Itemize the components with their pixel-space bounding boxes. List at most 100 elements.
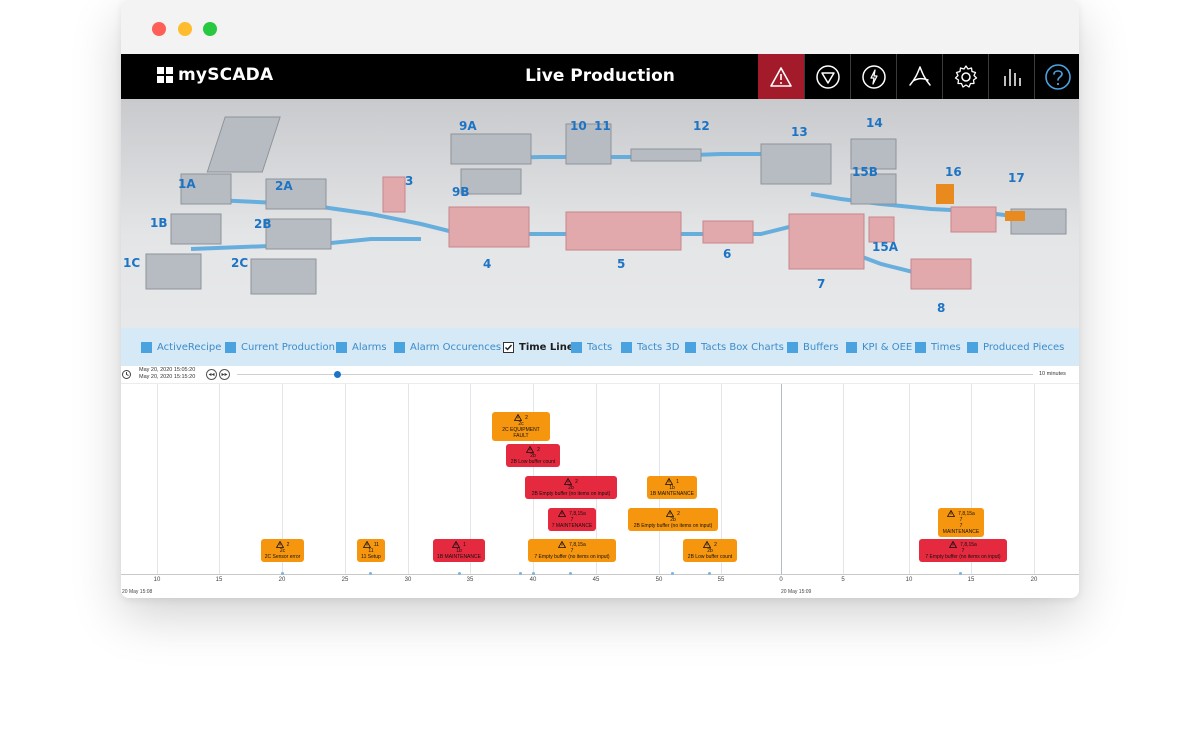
- tab-label: Time Line: [519, 341, 574, 353]
- grid-line: [157, 384, 158, 574]
- time-slider-track[interactable]: [237, 374, 1033, 375]
- grid-line: [971, 384, 972, 574]
- tab-time-line[interactable]: Time Line: [503, 328, 574, 366]
- tab-checkbox[interactable]: [915, 341, 926, 353]
- tab-produced-pieces[interactable]: Produced Pieces: [967, 328, 1064, 366]
- power-button[interactable]: [850, 54, 896, 99]
- close-window-button[interactable]: [152, 22, 166, 36]
- tick-label: 10: [905, 577, 913, 583]
- rewind-button[interactable]: ◂◂: [206, 369, 217, 380]
- alarm-bell-icon: [558, 541, 567, 548]
- power-icon: [861, 64, 886, 89]
- alarm-timeline[interactable]: 10 15 20 25 30 35 40 45 50 55 0 5 10 15 …: [121, 383, 1079, 598]
- tab-checkbox[interactable]: [787, 341, 798, 353]
- station-label: 9B: [452, 185, 470, 199]
- tab-checkbox[interactable]: [846, 341, 857, 353]
- stop-button[interactable]: [804, 54, 850, 99]
- tab-label: Tacts 3D: [637, 341, 680, 353]
- tab-label: Tacts Box Charts: [701, 341, 784, 353]
- tab-checkbox[interactable]: [141, 341, 152, 353]
- date-label: 20 May 15:08: [122, 589, 153, 595]
- tab-checkbox[interactable]: [394, 341, 405, 353]
- tab-label: ActiveRecipe: [157, 341, 222, 353]
- event-marker: [959, 572, 962, 575]
- tick-label: 55: [717, 577, 725, 583]
- tab-buffers[interactable]: Buffers: [787, 328, 839, 366]
- tick-label: 15: [967, 577, 975, 583]
- alarm-warning-icon: [770, 66, 792, 87]
- checkmark-icon[interactable]: [503, 341, 514, 353]
- tab-checkbox[interactable]: [685, 341, 696, 353]
- event-marker: [519, 572, 522, 575]
- alarm-bell-icon: [666, 510, 675, 517]
- tab-active-recipe[interactable]: ActiveRecipe: [141, 328, 221, 366]
- station-label: 1A: [178, 177, 196, 191]
- tab-checkbox[interactable]: [336, 341, 347, 353]
- grid-line: [909, 384, 910, 574]
- tab-checkbox[interactable]: [571, 341, 582, 353]
- tab-checkbox[interactable]: [967, 341, 978, 353]
- tab-kpi-oee[interactable]: KPI & OEE: [846, 328, 912, 366]
- history-icon[interactable]: [121, 369, 132, 380]
- view-tabs: ActiveRecipe Current Production Alarms A…: [121, 328, 1079, 366]
- alarm-bell-icon: [275, 541, 284, 548]
- tick-label: 15: [215, 577, 223, 583]
- tab-checkbox[interactable]: [225, 341, 236, 353]
- time-slider-handle[interactable]: [334, 371, 341, 378]
- tick-label: 45: [592, 577, 600, 583]
- pdf-button[interactable]: [896, 54, 942, 99]
- tab-tacts-box-charts[interactable]: Tacts Box Charts: [685, 328, 784, 366]
- tab-label: Buffers: [803, 341, 839, 353]
- tab-tacts[interactable]: Tacts: [571, 328, 612, 366]
- pdf-icon: [908, 65, 931, 86]
- stop-triangle-icon: [815, 64, 840, 89]
- fast-forward-button[interactable]: ▸▸: [219, 369, 230, 380]
- station-label: 5: [617, 257, 626, 271]
- station-label: 3: [405, 174, 414, 188]
- tab-tacts-3d[interactable]: Tacts 3D: [621, 328, 679, 366]
- statistics-button[interactable]: [988, 54, 1034, 99]
- tab-times[interactable]: Times: [915, 328, 961, 366]
- timeline-controls: May 20, 2020 15:05:20 May 20, 2020 15:15…: [121, 366, 1079, 383]
- tab-alarm-occurences[interactable]: Alarm Occurences: [394, 328, 501, 366]
- station-label: 9A: [459, 119, 477, 133]
- grid-line: [843, 384, 844, 574]
- station-label: 2C: [231, 256, 249, 270]
- grid-line: [219, 384, 220, 574]
- help-button[interactable]: [1034, 54, 1079, 99]
- settings-button[interactable]: [942, 54, 988, 99]
- minimize-window-button[interactable]: [178, 22, 192, 36]
- alarm-bell-icon: [703, 541, 712, 548]
- app-window: mySCADA Live Production: [121, 0, 1079, 598]
- alarm-bell-icon: [452, 541, 461, 548]
- tab-label: Produced Pieces: [983, 341, 1065, 353]
- event-marker: [708, 572, 711, 575]
- station-label: 15A: [872, 240, 898, 254]
- alarm-bell-icon: [362, 541, 371, 548]
- app-logo[interactable]: mySCADA: [157, 65, 273, 85]
- alarm-button[interactable]: [758, 54, 804, 99]
- range-start: May 20, 2020 15:05:20: [139, 367, 196, 373]
- maximize-window-button[interactable]: [203, 22, 217, 36]
- fast-forward-icon: ▸▸: [221, 372, 228, 378]
- production-line-3d-view[interactable]: 1A 1B 1C 2A 2B 2C 3 4 5 6 7 8 9A 9B 10 1…: [121, 99, 1079, 328]
- tab-alarms[interactable]: Alarms: [336, 328, 387, 366]
- tab-current-production[interactable]: Current Production: [225, 328, 335, 366]
- tab-checkbox[interactable]: [621, 341, 632, 353]
- settings-gear-icon: [954, 64, 977, 88]
- station-label: 15B: [852, 165, 878, 179]
- time-range-text: May 20, 2020 15:05:20 May 20, 2020 15:15…: [139, 367, 195, 381]
